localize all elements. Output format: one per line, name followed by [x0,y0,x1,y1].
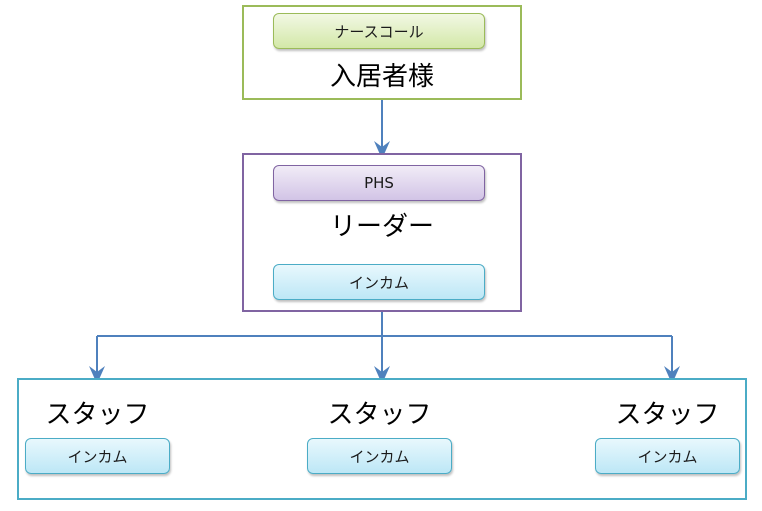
staff-intercom-label: インカム [307,438,452,474]
phs-label: PHS [273,165,485,201]
nurse-call-label: ナースコール [273,13,485,49]
staff-role-title: スタッフ [615,400,720,430]
leader-intercom-label: インカム [273,264,485,300]
resident-role-title: 入居者様 [329,62,434,92]
staff-intercom-label: インカム [25,438,170,474]
staff-intercom-label: インカム [595,438,740,474]
leader-role-title: リーダー [329,212,434,242]
staff-role-title: スタッフ [327,400,432,430]
staff-role-title: スタッフ [45,400,150,430]
